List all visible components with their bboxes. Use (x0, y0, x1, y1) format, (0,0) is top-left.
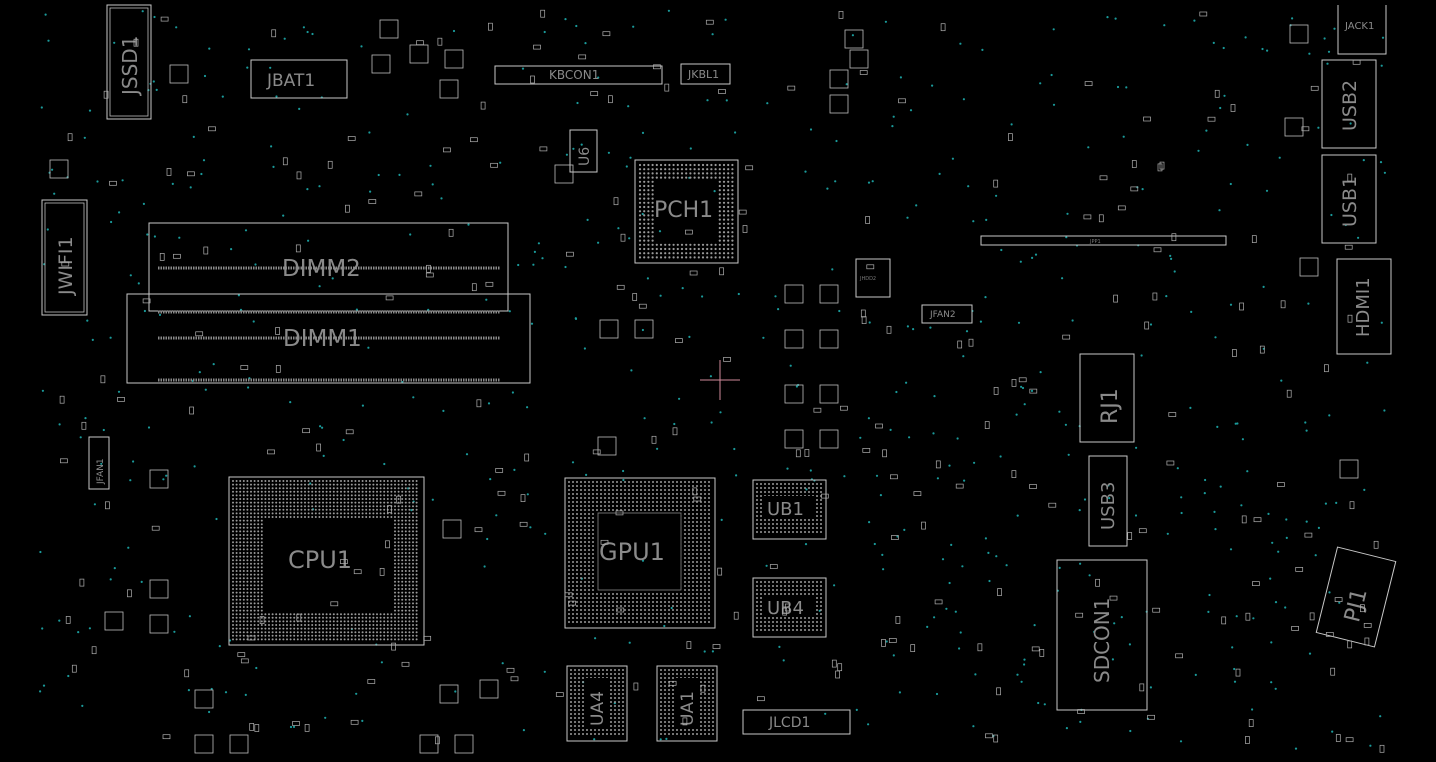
cpu1-label: CPU1 (288, 546, 352, 574)
jhdd2-label: JHDD2 (859, 276, 876, 282)
jack1-label: JACK1 (1344, 21, 1374, 32)
component-sdcon1[interactable]: SDCON1 (1056, 559, 1148, 711)
kbcon1-label: KBCON1 (549, 68, 599, 82)
pch1-label: PCH1 (654, 198, 713, 223)
component-rj1[interactable]: RJ1 (1079, 353, 1135, 443)
component-ua1[interactable]: UA1 (656, 665, 718, 742)
ua4-label: UA4 (588, 691, 608, 726)
component-jssd1[interactable]: JSSD1 (106, 4, 152, 120)
sdcon1-label: SDCON1 (1090, 598, 1114, 684)
crosshair-cursor (700, 360, 740, 400)
component-ub1[interactable]: UB1 (752, 479, 827, 540)
component-jwifi1[interactable]: JWIFI1 (41, 199, 88, 316)
component-usb1[interactable]: USB1 (1321, 154, 1377, 244)
component-jfan1[interactable]: JFAN1 (88, 436, 110, 490)
ub1-label: UB1 (767, 499, 804, 520)
component-ua4[interactable]: UA4 (566, 665, 628, 742)
hdmi1-label: HDMI1 (1353, 277, 1374, 337)
usb1-label: USB1 (1339, 176, 1361, 227)
component-pch1[interactable]: PCH1 (634, 159, 739, 264)
jlcd1-label: JLCD1 (768, 715, 810, 731)
component-hdmi1[interactable]: HDMI1 (1336, 258, 1392, 355)
component-dimm2[interactable]: DIMM2 (148, 222, 509, 312)
component-cpu1[interactable]: CPU1 (228, 476, 425, 646)
jbat1-label: JBAT1 (266, 71, 315, 91)
component-kbcon1[interactable]: KBCON1 (494, 65, 663, 85)
dimm1-label: DIMM1 (283, 326, 362, 352)
component-gpu1[interactable]: GPU1 (564, 477, 716, 629)
jpp1-label: JPP1 (1089, 239, 1101, 245)
dimm2-label: DIMM2 (282, 256, 361, 282)
gpu1-label: GPU1 (599, 538, 665, 566)
rj1-label: RJ1 (1098, 388, 1123, 424)
small-parts-layer (49, 9, 1385, 754)
component-pj1[interactable]: PJ1 (1315, 546, 1397, 648)
pj1-label: PJ1 (1340, 586, 1372, 625)
u6-label: U6 (577, 147, 593, 166)
jfan1-label: JFAN1 (96, 458, 106, 485)
jkbl1-label: JKBL1 (687, 68, 719, 81)
component-jbat1[interactable]: JBAT1 (250, 59, 348, 99)
jssd1-label: JSSD1 (118, 36, 142, 97)
usb2-label: USB2 (1339, 80, 1361, 131)
usb3-label: USB3 (1098, 482, 1119, 530)
component-jpp1[interactable]: JPP1 (980, 235, 1227, 246)
component-u6[interactable]: U6 (569, 129, 598, 173)
component-jlcd1[interactable]: JLCD1 (742, 709, 851, 735)
component-dimm1[interactable]: DIMM1 (126, 293, 531, 384)
component-jfan2[interactable]: JFAN2 (921, 304, 973, 324)
component-usb3[interactable]: USB3 (1088, 455, 1128, 547)
component-jkbl1[interactable]: JKBL1 (680, 63, 731, 85)
jfan2-label: JFAN2 (929, 310, 956, 320)
component-jack1[interactable]: JACK1 (1337, 5, 1387, 55)
component-jhdd2[interactable]: JHDD2 (855, 258, 891, 298)
ua1-label: UA1 (678, 691, 698, 726)
component-usb2[interactable]: USB2 (1321, 59, 1377, 149)
